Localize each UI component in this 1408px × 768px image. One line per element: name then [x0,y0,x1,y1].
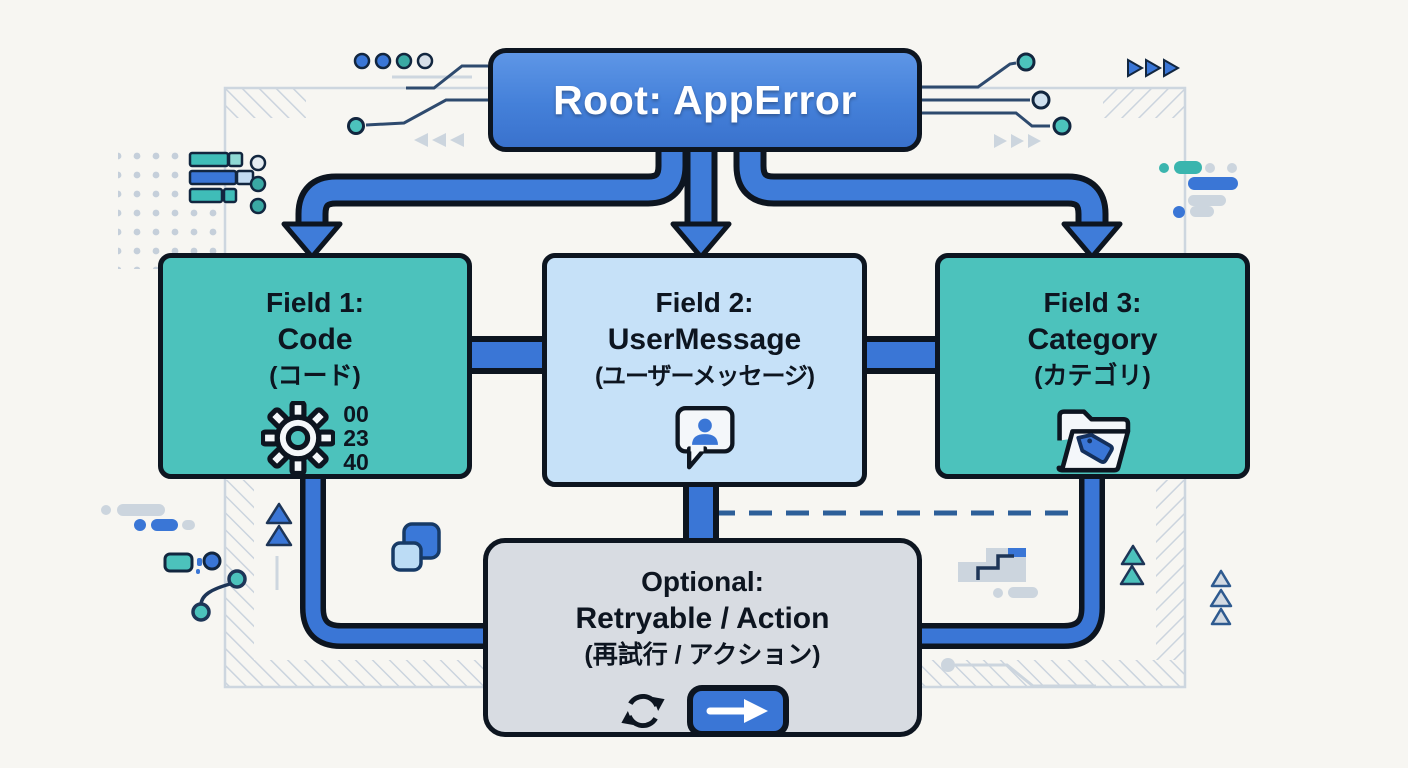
field-3-name: Category [1027,323,1158,356]
field-1-jp-label: (コード) [269,362,361,390]
hatch-band-top-right [1103,89,1184,118]
field-2-title: Field 2: [655,287,754,318]
arrow-root-to-field3 [733,148,1123,260]
field-2-name: UserMessage [607,323,802,356]
progress-bars-decoration [188,151,267,215]
dots-row-decoration [353,52,434,70]
up-triangles-outline-icon [1209,569,1233,626]
field-3-category-node: Field 3: Category (カテゴリ) [935,253,1250,479]
field-1-code-node: Field 1: Code (コード) 00 [158,253,472,479]
code-value-3: 40 [343,449,369,475]
overlapping-squares-icon [391,522,441,572]
optional-jp-label: (再試行 / アクション) [584,641,821,669]
pills-cluster-right [1159,161,1238,218]
circuit-lines-left [347,64,488,135]
up-triangles-teal-icon [1119,544,1146,586]
triple-left-arrows-gray-icon [414,133,464,147]
root-label: Root: AppError [553,76,857,123]
hatch-band-top-left [226,89,306,118]
field-1-title: Field 1: [265,287,364,318]
triple-right-arrows-blue-icon [1127,58,1181,78]
field-3-jp-label: (カテゴリ) [1034,362,1151,390]
optional-title: Optional: [641,566,764,597]
folder-tag-icon [1056,409,1130,473]
action-arrow-button-icon [686,685,789,737]
arrow-root-to-field1 [281,148,689,260]
code-values: 00 23 40 [343,402,369,474]
optional-name: Retryable / Action [575,602,830,635]
circuit-lines-right [922,52,1072,136]
gear-icon [261,401,336,475]
field-2-usermessage-node: Field 2: UserMessage (ユーザーメッセージ) [542,253,867,487]
pills-cluster-left [101,504,195,531]
chip-node-circuit [163,551,247,622]
hatch-band-right [1156,480,1184,660]
up-triangles-blue-icon [265,502,293,547]
connector-field1-optional [300,470,500,649]
field-3-title: Field 3: [1043,287,1142,318]
refresh-icon [620,693,665,729]
triple-right-arrows-gray-icon [994,134,1041,148]
code-value-2: 23 [343,425,369,451]
connector-field3-optional [905,470,1105,649]
user-message-bubble-icon [674,406,735,470]
field-2-jp-label: (ユーザーメッセージ) [594,363,815,390]
field-1-name: Code [277,323,353,356]
code-value-1: 00 [343,401,369,427]
root-node: Root: AppError [488,48,922,152]
optional-retryable-action-node: Optional: Retryable / Action (再試行 / アクショ… [483,538,922,737]
arrow-root-to-field2 [670,148,732,260]
circuit-line-bottom [941,658,1096,688]
step-chart-decoration [958,548,1038,598]
